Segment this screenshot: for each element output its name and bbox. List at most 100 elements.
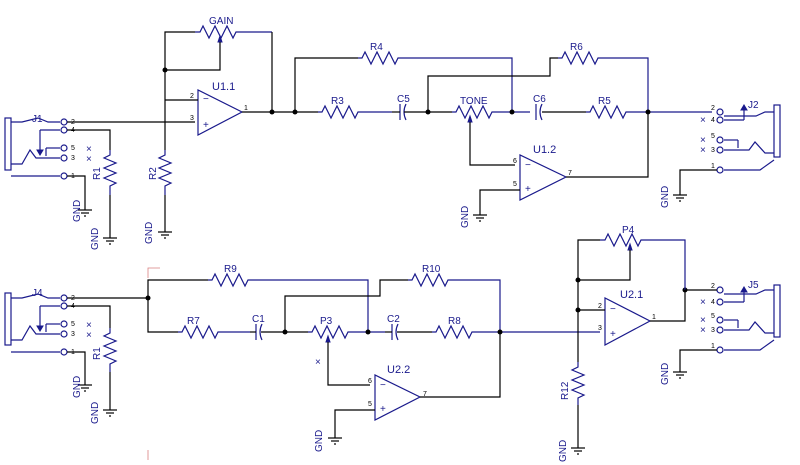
resistor-r7	[178, 324, 250, 340]
sheet-frame	[147, 267, 160, 278]
svg-text:5: 5	[513, 181, 517, 188]
label-r3: R3	[331, 96, 344, 107]
jack-j2	[716, 104, 781, 174]
label-gnd: GND	[72, 376, 83, 398]
potentiometer-p3	[308, 324, 385, 340]
resistor-r3	[318, 104, 392, 120]
svg-text:5: 5	[368, 401, 372, 408]
label-j2: J2	[748, 100, 759, 111]
svg-text:3: 3	[71, 331, 75, 338]
resistor-r1-bottom	[102, 328, 118, 372]
resistor-r4	[358, 50, 513, 112]
label-gnd: GND	[314, 430, 325, 452]
opamp-u2-1	[604, 297, 652, 346]
no-connect-mark: ×	[86, 144, 92, 155]
svg-text:2: 2	[711, 105, 715, 112]
resistor-r6	[558, 50, 649, 112]
svg-text:1: 1	[711, 343, 715, 350]
label-c1: C1	[252, 314, 265, 325]
no-connect-mark: ×	[700, 325, 706, 336]
label-c5: C5	[397, 94, 410, 105]
svg-text:5: 5	[711, 313, 715, 320]
svg-text:3: 3	[711, 327, 715, 334]
label-r4: R4	[370, 42, 383, 53]
no-connect-mark: ×	[700, 315, 706, 326]
no-connect-mark: ×	[86, 330, 92, 341]
svg-text:2: 2	[711, 283, 715, 290]
label-j4: J4	[32, 288, 43, 299]
svg-text:3: 3	[711, 147, 715, 154]
svg-text:+: +	[610, 329, 616, 340]
svg-text:1: 1	[711, 163, 715, 170]
label-r5: R5	[598, 96, 611, 107]
resistor-r10	[408, 272, 501, 332]
svg-text:4: 4	[711, 299, 715, 306]
label-r2: R2	[148, 167, 159, 180]
svg-text:5: 5	[71, 145, 75, 152]
svg-text:2: 2	[598, 303, 602, 310]
label-u1-2: U1.2	[533, 144, 556, 156]
label-p3: P3	[320, 316, 333, 327]
no-connect-mark: ×	[86, 320, 92, 331]
potentiometer-tone	[452, 104, 530, 120]
no-connect-mark: ×	[86, 154, 92, 165]
svg-text:−: −	[203, 94, 209, 105]
label-gnd: GND	[460, 206, 471, 228]
ground-symbol	[473, 214, 487, 222]
svg-text:−: −	[610, 304, 616, 315]
jack-j4	[4, 292, 68, 356]
ground-symbol	[673, 194, 687, 202]
svg-text:3: 3	[598, 325, 602, 332]
label-p4: P4	[622, 225, 635, 236]
label-gain: GAIN	[209, 16, 233, 27]
label-gnd: GND	[660, 186, 671, 208]
svg-text:−: −	[380, 380, 386, 391]
label-r1-bottom: R1	[92, 347, 103, 360]
label-gnd: GND	[90, 402, 101, 424]
svg-text:1: 1	[244, 105, 248, 112]
resistor-r2	[157, 150, 173, 195]
no-connect-mark: ×	[700, 297, 706, 308]
svg-text:+: +	[203, 120, 209, 131]
svg-text:−: −	[525, 160, 531, 171]
label-u2-1: U2.1	[620, 289, 643, 301]
svg-text:2: 2	[190, 93, 194, 100]
label-j5: J5	[748, 280, 759, 291]
svg-text:1: 1	[652, 314, 656, 321]
label-tone: TONE	[460, 96, 488, 107]
label-gnd: GND	[72, 200, 83, 222]
label-u1-1: U1.1	[212, 81, 235, 93]
label-r12: R12	[560, 381, 571, 400]
ground-symbol	[673, 371, 687, 379]
svg-text:7: 7	[423, 391, 427, 398]
svg-text:3: 3	[190, 115, 194, 122]
ground-symbol	[78, 384, 92, 392]
svg-text:+: +	[525, 184, 531, 195]
svg-text:5: 5	[711, 133, 715, 140]
label-gnd: GND	[144, 222, 155, 244]
no-connect-mark: ×	[700, 135, 706, 146]
label-j1: J1	[32, 114, 43, 125]
ground-symbol	[78, 209, 92, 217]
label-gnd: GND	[90, 228, 101, 250]
ground-symbol	[328, 437, 342, 445]
svg-text:6: 6	[368, 378, 372, 385]
label-r6: R6	[570, 42, 583, 53]
label-c2: C2	[387, 314, 400, 325]
resistor-r8	[432, 324, 600, 340]
svg-text:3: 3	[71, 155, 75, 162]
opamp-u1-2	[519, 154, 568, 201]
ground-symbol	[103, 409, 117, 417]
label-gnd: GND	[558, 440, 569, 462]
ground-symbol	[158, 231, 172, 239]
svg-text:7: 7	[568, 170, 572, 177]
jack-j5	[716, 284, 781, 354]
no-connect-mark: ×	[315, 357, 321, 368]
ground-symbol	[571, 447, 585, 455]
svg-text:5: 5	[71, 321, 75, 328]
svg-text:+: +	[380, 404, 386, 415]
label-c6: C6	[533, 94, 546, 105]
ground-symbol	[103, 237, 117, 245]
resistor-r9	[208, 272, 369, 332]
label-gnd: GND	[660, 363, 671, 385]
